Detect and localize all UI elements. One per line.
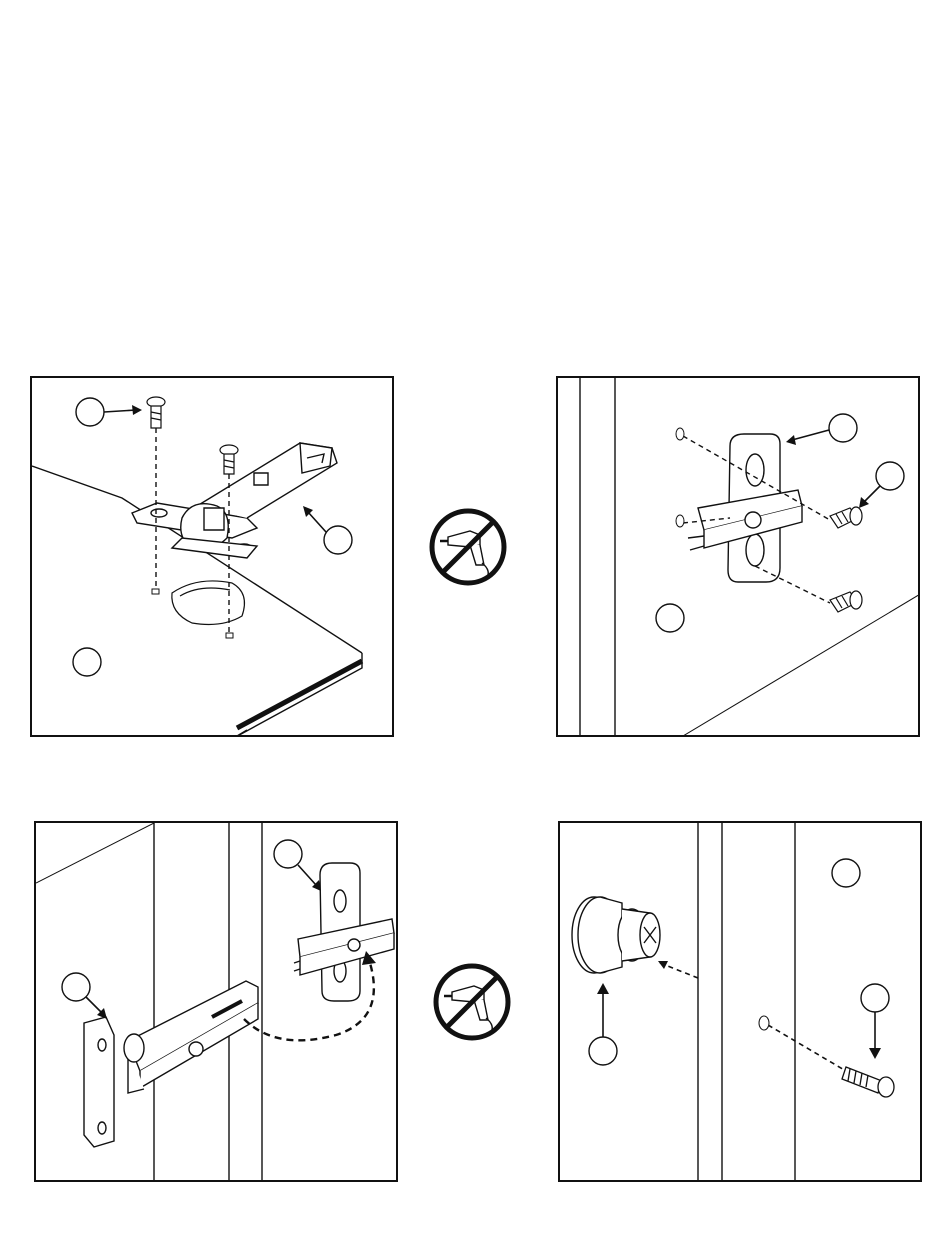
callout-euro-screw <box>859 462 904 508</box>
step-1-panel <box>30 376 394 737</box>
step-3-panel <box>34 821 398 1182</box>
pilot-hole-1 <box>676 428 684 440</box>
mounting-plate <box>688 434 802 582</box>
callout-door <box>73 648 101 676</box>
knob-guide-arrow <box>658 961 668 969</box>
drilled-hole <box>759 1016 769 1030</box>
cup-hole <box>172 581 245 625</box>
step-2-panel <box>556 376 920 737</box>
pilot-hole-2 <box>226 633 233 638</box>
screw-guide <box>768 1025 846 1071</box>
door-plate <box>84 1017 114 1147</box>
step-2-diagram <box>558 378 920 737</box>
knob-screw <box>842 1067 894 1097</box>
euro-screw-1 <box>830 507 862 528</box>
pilot-hole-2 <box>676 515 684 527</box>
step-3-diagram <box>36 823 398 1182</box>
mounting-plate <box>294 863 394 1001</box>
no-power-drill-icon <box>426 505 510 589</box>
step-4-diagram <box>560 823 922 1182</box>
step-1-diagram <box>32 378 394 737</box>
hinge-arm <box>124 981 258 1093</box>
knob <box>572 897 660 973</box>
pilot-hole-1 <box>152 589 159 594</box>
callout-screw <box>861 984 889 1059</box>
step-4-panel <box>558 821 922 1182</box>
no-power-drill-icon-2 <box>430 960 514 1044</box>
callout-screw <box>76 398 142 426</box>
screw-2 <box>220 445 238 474</box>
callout-cabinet <box>656 604 684 632</box>
callout-mounting-plate <box>274 840 321 891</box>
screw-1 <box>147 397 165 428</box>
callout-cabinet-side <box>832 859 860 887</box>
callout-knob <box>589 983 617 1065</box>
callout-hinge <box>303 506 352 554</box>
callout-hinge-arm <box>62 973 107 1019</box>
callout-mounting-plate <box>786 414 857 445</box>
euro-screw-2 <box>830 591 862 612</box>
door-edge <box>698 823 795 1182</box>
